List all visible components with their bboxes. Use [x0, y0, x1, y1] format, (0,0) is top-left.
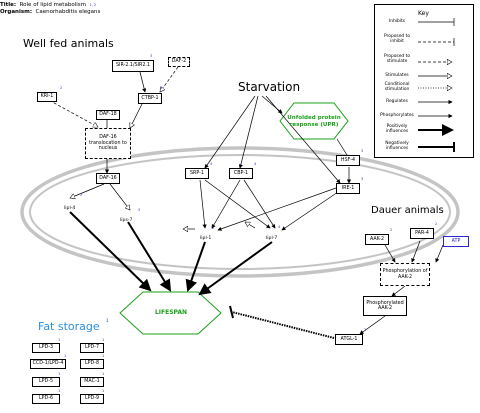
gene-lipl7[interactable]: lipl-7	[266, 236, 278, 241]
key-item-negatively: Negatively influences	[385, 141, 409, 151]
ref-lipl4: 2	[80, 193, 83, 197]
key-item-stimulates: Stimulates	[385, 73, 409, 78]
node-hsf4[interactable]: HSF-4	[336, 155, 360, 166]
header: Title: Role of lipid metabolism 1, 2 Org…	[0, 2, 100, 16]
node-phosphorylated-aak2[interactable]: Phosphorylated AAK-2	[363, 296, 407, 316]
fat-gene-ref: 1	[64, 354, 67, 358]
fat-gene-mac1[interactable]: MAC-1	[80, 377, 104, 387]
fat-gene-lpd5[interactable]: LPD-5	[32, 377, 60, 387]
node-atp[interactable]: ATP	[443, 236, 469, 247]
key-panel	[374, 4, 474, 158]
node-daf2[interactable]: DAF-2	[168, 57, 190, 67]
key-item-proposed-inhibit: Proposed to inhibit	[383, 34, 411, 44]
cell-inner-membrane	[29, 154, 451, 270]
key-item-conditional: Conditional stimulation	[384, 82, 410, 92]
node-phosphorylation-of-aak2[interactable]: Phosphorylation of AAK-2	[380, 263, 430, 286]
fat-gene-ref: 1	[102, 389, 105, 393]
node-ctbp1[interactable]: CTBP-1	[138, 93, 162, 104]
fat-storage-ref: 1	[106, 318, 109, 323]
node-atgl1[interactable]: ATGL-1	[335, 334, 363, 345]
starvation-edges	[183, 95, 352, 230]
ref-atgl1: 2	[364, 328, 367, 332]
fat-gene-ref: 1	[58, 389, 61, 393]
key-icons	[418, 18, 455, 152]
key-item-phosphorylates: Phosphorylates	[380, 113, 414, 118]
title-refs: 1, 2	[89, 3, 97, 7]
organism-value: Caenorhabditis elegans	[35, 9, 101, 15]
node-daf16-translocation[interactable]: DAF-16 translocation to nucleus	[85, 128, 131, 159]
fat-gene-ref: 1	[102, 338, 105, 342]
fat-gene-ccd1-lpd4[interactable]: CCD-1/LPD-4	[30, 359, 66, 369]
ref-hsf4: 3	[361, 149, 364, 153]
atgl1-lifespan-bar	[229, 305, 234, 319]
node-daf18[interactable]: DAF-18	[96, 110, 120, 120]
dauer-edges	[359, 240, 444, 335]
fat-gene-lpd7[interactable]: LPD-7	[80, 343, 104, 353]
well-fed-title: Well fed animals	[23, 37, 114, 50]
ref-lipl1: 2	[212, 226, 215, 230]
fat-gene-ref: 1	[58, 338, 61, 342]
node-kri1[interactable]: KRI-1	[37, 92, 57, 102]
ref-lips7: 3	[138, 208, 141, 212]
node-par4[interactable]: PAR-4	[410, 228, 434, 239]
fat-gene-ref: 1	[58, 372, 61, 376]
organism-line: Organism: Caenorhabditis elegans	[0, 9, 100, 16]
node-aak2[interactable]: AAK-2	[365, 234, 389, 245]
atgl1-lifespan-edge	[231, 311, 335, 339]
title-label: Title:	[0, 2, 17, 8]
ref-par4: 2	[435, 222, 438, 226]
starvation-title: Starvation	[238, 80, 301, 94]
ref-kri1: 2	[60, 86, 63, 90]
wellfed-edges	[44, 66, 179, 210]
title-line: Title: Role of lipid metabolism 1, 2	[0, 2, 100, 9]
ref-ire1: 3	[361, 177, 364, 181]
key-item-positively: Positively influences	[385, 124, 409, 134]
fat-gene-lpd9[interactable]: LPD-9	[80, 394, 104, 404]
cell-outer-membrane	[20, 146, 460, 278]
ref-cbp1: 4	[254, 162, 257, 166]
title-value: Role of lipid metabolism	[19, 2, 86, 8]
ref-aak2: 2	[390, 228, 393, 232]
node-sir2[interactable]: SIR-2.1/SIR2.1	[112, 60, 154, 72]
gene-lips7[interactable]: lips-7	[120, 218, 133, 223]
fat-gene-lpd8[interactable]: LPD-8	[80, 359, 104, 369]
key-item-inhibits: Inhibits	[388, 19, 406, 24]
node-upr[interactable]: Unfolded protein response (UPR)	[287, 115, 341, 128]
lifespan-influence-edges	[69, 211, 273, 296]
lifespan-label[interactable]: LIFESPAN	[154, 309, 188, 316]
dauer-title: Dauer animals	[371, 205, 444, 216]
ref-lipl7: 4	[278, 225, 281, 229]
upr-hexagon	[279, 102, 349, 140]
ref-sir2: 3	[150, 54, 153, 58]
key-item-proposed-stimulate: Proposed to stimulate	[383, 54, 411, 64]
fat-storage-title: Fat storage	[38, 320, 100, 333]
gene-lipl4[interactable]: lipl-4	[64, 206, 76, 211]
ref-srp1: 4	[210, 162, 213, 166]
fat-gene-ref: 1	[102, 372, 105, 376]
node-cbp1[interactable]: CBP-1	[229, 168, 253, 179]
ref-ctbp1: 3	[160, 86, 163, 90]
node-srp1[interactable]: SRP-1	[185, 168, 209, 179]
organism-label: Organism:	[0, 9, 33, 15]
gene-lipl1[interactable]: lipl-1	[200, 236, 212, 241]
fat-gene-lpd6[interactable]: LPD-6	[32, 394, 60, 404]
key-item-regulates: Regulates	[386, 99, 408, 104]
fat-gene-lpd3[interactable]: LPD-3	[32, 343, 60, 353]
node-ire1[interactable]: IRE-1	[336, 183, 360, 194]
lifespan-hexagon	[119, 291, 222, 335]
node-daf16[interactable]: DAF-16	[96, 173, 120, 184]
key-title: Key	[418, 10, 429, 17]
fat-gene-ref: 1	[102, 354, 105, 358]
